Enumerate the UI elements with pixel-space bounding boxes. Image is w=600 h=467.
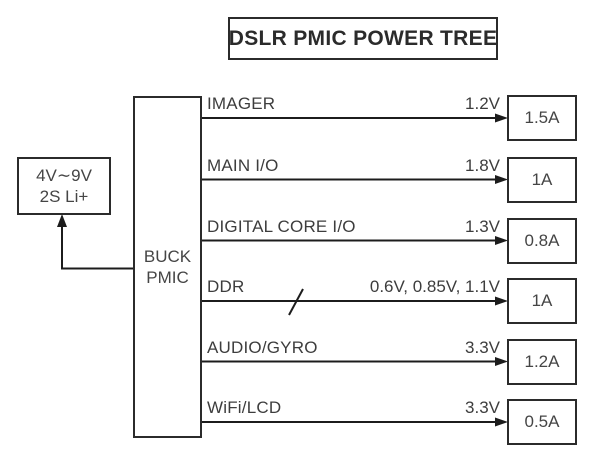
arrow-right-icon (495, 417, 508, 427)
rail-label-audio-gyro: AUDIO/GYRO (207, 337, 318, 357)
rail-voltage-main-io: 1.8V (465, 155, 500, 175)
buck-pmic-box: BUCK PMIC (133, 96, 202, 438)
load-current-imager: 1.5A (524, 108, 560, 127)
battery-voltage-range: 4V∼9V (36, 166, 92, 185)
rail-voltage-audio-gyro: 3.3V (465, 337, 500, 357)
load-box-digital-core: 0.8A (507, 217, 577, 264)
arrow-right-icon (495, 357, 508, 366)
load-box-wifi-lcd: 0.5A (507, 399, 577, 445)
arrow-right-icon (495, 296, 508, 306)
rail-label-wifi-lcd: WiFi/LCD (207, 398, 282, 417)
battery-source-box: 4V∼9V 2S Li+ (17, 157, 111, 215)
load-box-ddr: 1A (507, 278, 577, 324)
arrow-right-icon (495, 113, 508, 123)
load-box-audio-gyro: 1.2A (507, 338, 577, 385)
rail-label-main-io: MAIN I/O (207, 155, 279, 175)
load-current-audio-gyro: 1.2A (524, 351, 560, 371)
load-current-ddr: 1A (531, 291, 553, 310)
rail-voltage-ddr: 0.6V, 0.85V, 1.1V (369, 277, 500, 296)
rail-voltage-digital-core: 1.3V (465, 216, 500, 236)
arrow-right-icon (495, 236, 508, 245)
rail-label-imager: IMAGER (207, 94, 276, 113)
diagram-title-box: DSLR PMIC POWER TREE (228, 17, 498, 60)
rail-voltage-imager: 1.2V (465, 94, 500, 113)
arrow-up-icon (57, 214, 67, 227)
arrow-right-icon (495, 175, 508, 184)
load-box-imager: 1.5A (507, 95, 577, 141)
rail-voltage-wifi-lcd: 3.3V (465, 398, 500, 417)
rail-label-digital-core: DIGITAL CORE I/O (207, 216, 356, 236)
battery-type: 2S Li+ (39, 187, 89, 206)
diagram-title: DSLR PMIC POWER TREE (228, 26, 498, 50)
rail-label-ddr: DDR (207, 277, 245, 296)
load-current-wifi-lcd: 0.5A (524, 412, 560, 431)
bus-slash-icon (288, 288, 304, 316)
pmic-label-line2: PMIC (146, 268, 189, 287)
load-box-main-io: 1A (507, 156, 577, 203)
pmic-label-line1: BUCK (143, 247, 192, 266)
pmic-to-battery-line (61, 217, 133, 270)
load-current-digital-core: 0.8A (524, 230, 560, 250)
load-current-main-io: 1A (531, 169, 553, 189)
